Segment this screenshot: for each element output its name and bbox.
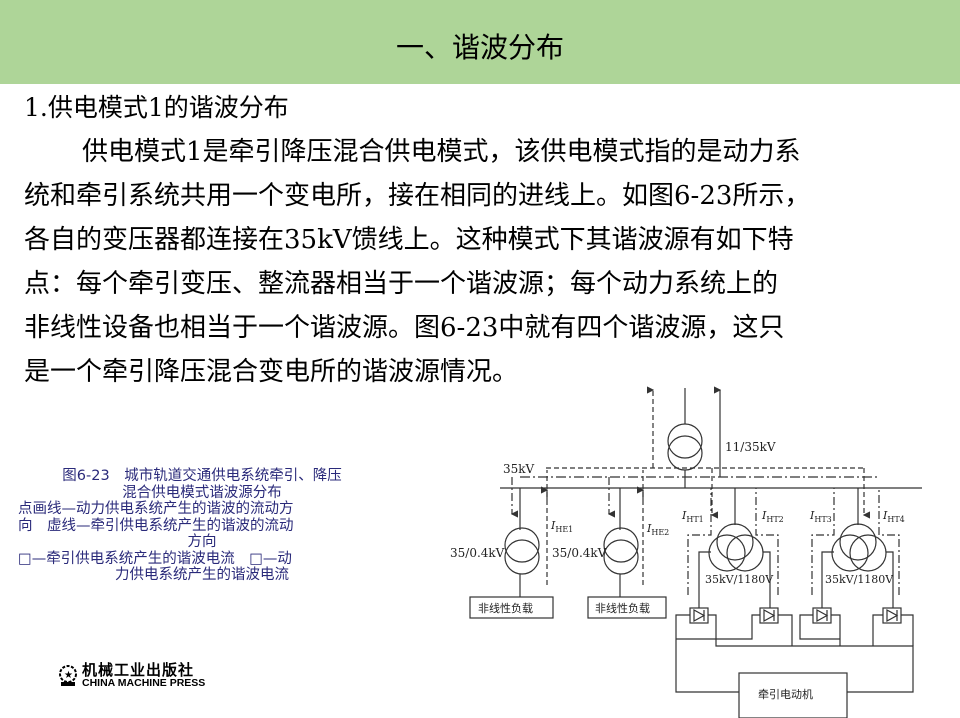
figure-caption: 图6-23 城市轨道交通供电系统牵引、降压 混合供电模式谐波源分布 点画线—动力… xyxy=(18,468,386,584)
power-transformer-2-label: 35/0.4kV xyxy=(552,546,607,560)
paragraph-line: 是一个牵引降压混合变电所的谐波源情况。 xyxy=(24,357,519,387)
current-he2: IHE2 xyxy=(646,522,669,537)
traction-transformer-1-label: 35kV/1180V xyxy=(705,573,774,586)
svg-text:★: ★ xyxy=(64,670,73,681)
traction-transformer-2 xyxy=(821,488,894,608)
traction-transformer-1 xyxy=(698,488,771,608)
main-transformer xyxy=(667,388,703,488)
load-2-label: 非线性负载 xyxy=(595,601,650,615)
power-transformer-1 xyxy=(469,488,554,619)
bus-label: 35kV xyxy=(503,462,535,476)
current-ht2: IHT2 xyxy=(761,509,784,524)
current-ht1: IHT1 xyxy=(681,509,704,524)
paragraph-line: 各自的变压器都连接在35kV馈线上。这种模式下其谐波源有如下特 xyxy=(24,225,794,255)
publisher-logo: ★ 机械工业出版社 CHINA MACHINE PRESS xyxy=(58,662,205,689)
current-he1: IHE1 xyxy=(550,519,573,534)
paragraph-line: 点：每个牵引变压、整流器相当于一个谐波源；每个动力系统上的 xyxy=(24,269,779,299)
publisher-name-cn: 机械工业出版社 xyxy=(82,661,195,679)
caption-line: 图6-23 城市轨道交通供电系统牵引、降压 xyxy=(62,468,342,484)
paragraph-line: 非线性设备也相当于一个谐波源。图6-23中就有四个谐波源，这只 xyxy=(24,313,785,343)
caption-line: 混合供电模式谐波源分布 xyxy=(122,484,282,501)
current-ht4: IHT4 xyxy=(882,509,905,524)
caption-line: 点画线—动力供电系统产生的谐波的流动方 xyxy=(18,501,294,517)
caption-line: 向 虚线—牵引供电系统产生的谐波的流动 xyxy=(18,517,294,534)
main-transformer-label: 11/35kV xyxy=(725,440,776,454)
slide-title: 一、谐波分布 xyxy=(395,31,564,64)
traction-transformer-2-label: 35kV/1180V xyxy=(825,573,894,586)
power-transformer-1-label: 35/0.4kV xyxy=(450,546,505,560)
power-transformer-2 xyxy=(587,488,667,619)
paragraph-line: 供电模式1是牵引降压混合供电模式，该供电模式指的是动力系 xyxy=(82,137,801,167)
publisher-name-en: CHINA MACHINE PRESS xyxy=(82,677,206,689)
caption-line: 方向 xyxy=(187,534,217,550)
motor-label: 牵引电动机 xyxy=(758,687,813,701)
gear-star-icon: ★ xyxy=(59,664,77,686)
paragraph-line: 统和牵引系统共用一个变电所，接在相同的进线上。如图6-23所示， xyxy=(24,181,811,211)
load-1-label: 非线性负载 xyxy=(478,601,533,615)
section-heading: 1.供电模式1的谐波分布 xyxy=(24,93,289,122)
title-bar: 一、谐波分布 xyxy=(0,0,960,84)
caption-line: □—牵引供电系统产生的谐波电流 □—动 xyxy=(18,550,292,567)
caption-line: 力供电系统产生的谐波电流 xyxy=(115,567,289,583)
body-paragraph: 供电模式1是牵引降压混合供电模式，该供电模式指的是动力系 统和牵引系统共用一个变… xyxy=(24,130,924,394)
rectifiers xyxy=(689,607,902,624)
current-ht3: IHT3 xyxy=(809,509,832,524)
traction-motor-box xyxy=(738,672,848,718)
